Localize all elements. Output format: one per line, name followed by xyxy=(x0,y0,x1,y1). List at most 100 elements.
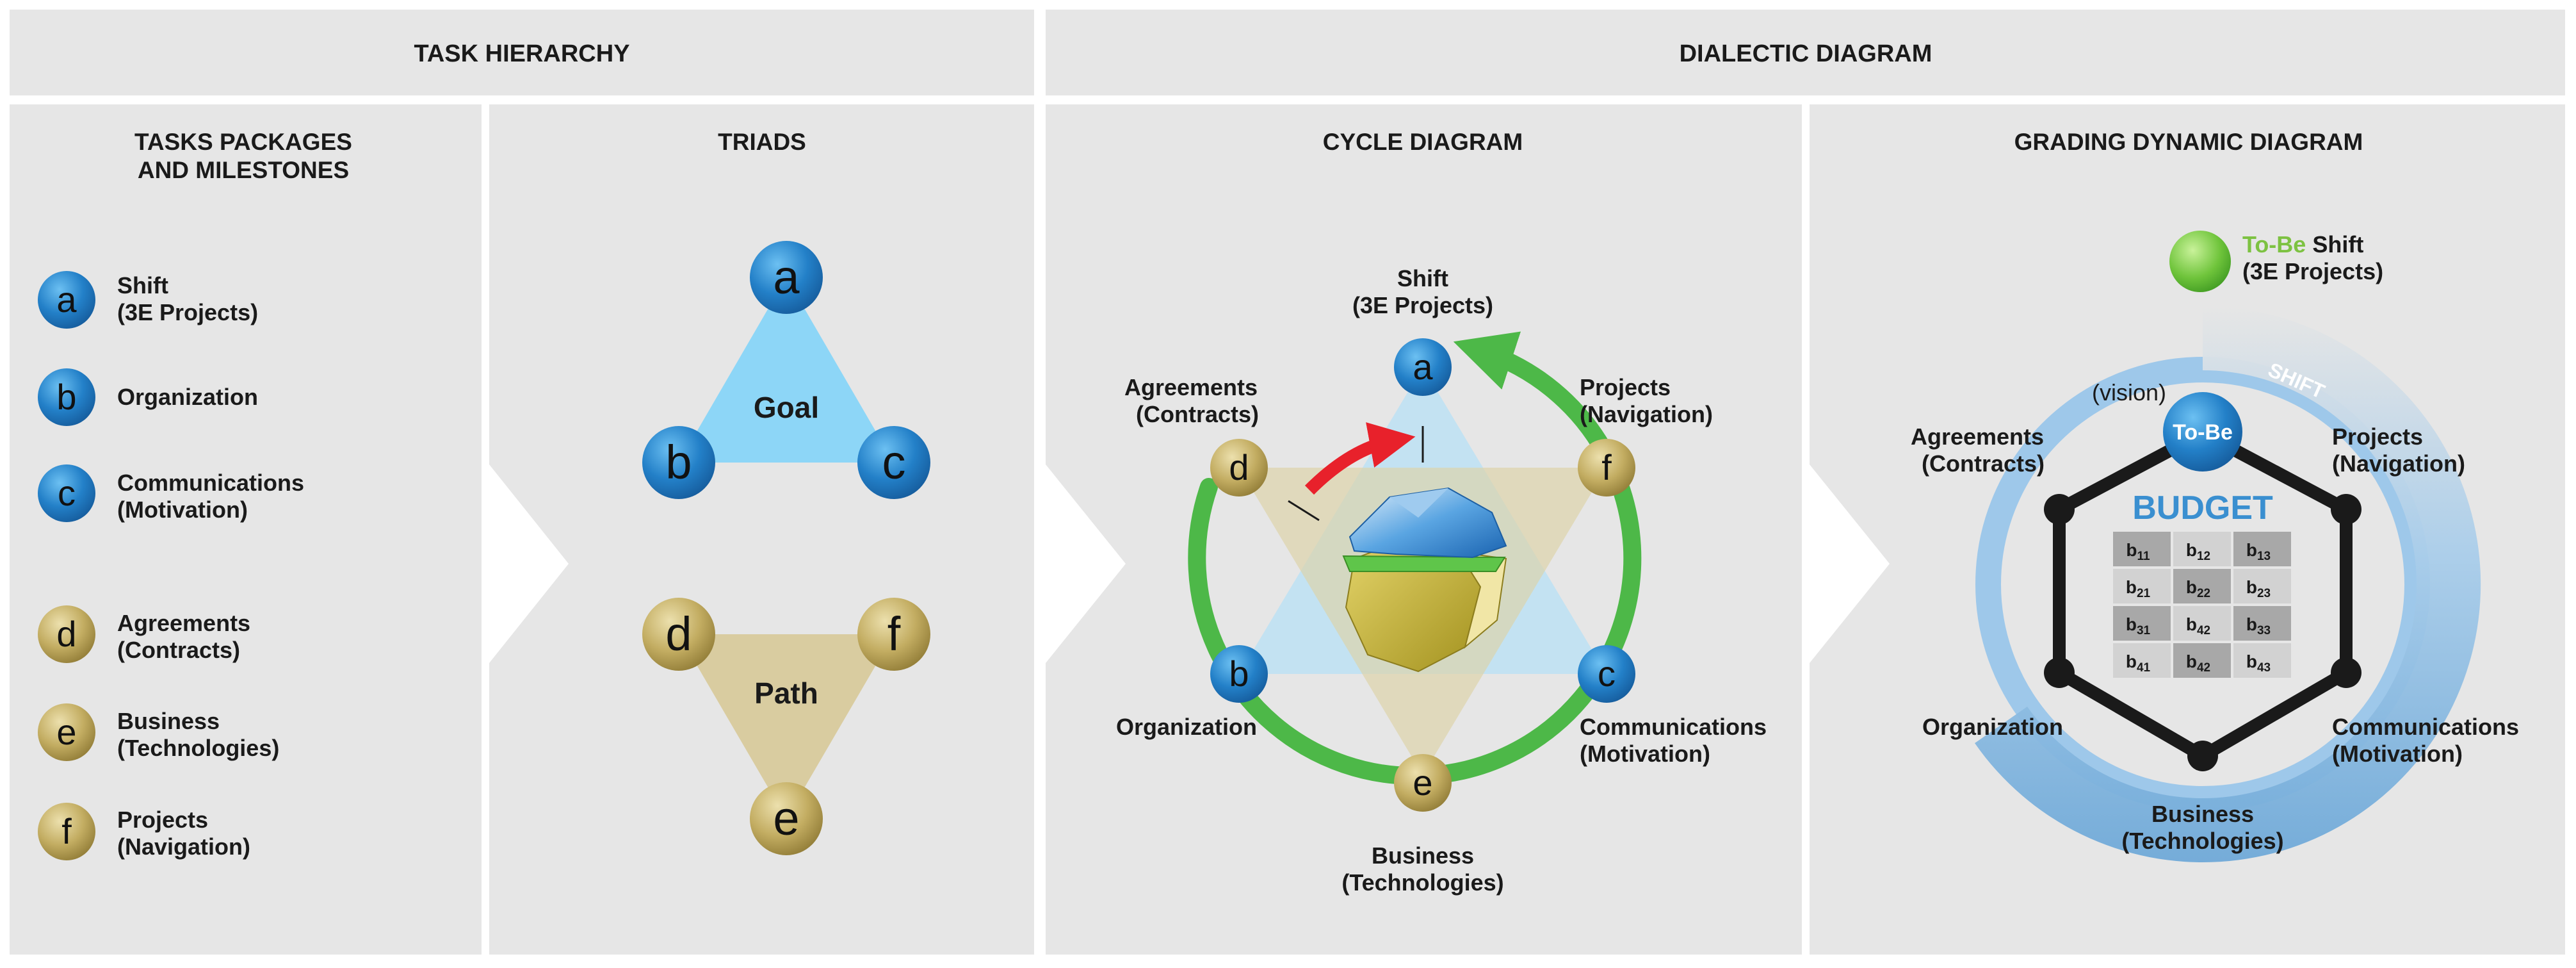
grading-label-communications-line1: Communications xyxy=(2332,714,2519,740)
grading-tobe-node xyxy=(2163,392,2242,472)
node-circle-b xyxy=(38,368,95,426)
budget-cell-label: b42 xyxy=(2186,652,2210,675)
budget-cell-label: b42 xyxy=(2186,614,2210,637)
cycle-label-e-line2: (Technologies) xyxy=(1341,869,1503,896)
goal-triangle xyxy=(679,277,894,463)
cycle-letter-a: a xyxy=(1413,347,1433,387)
cycle-node-e: e xyxy=(1394,754,1452,812)
triad-node-e: e xyxy=(750,782,823,855)
list-label-c-line2: (Motivation) xyxy=(117,496,248,523)
budget-cell-label: b41 xyxy=(2126,652,2151,675)
triad-letter-a: a xyxy=(773,250,800,304)
leader-line-d xyxy=(1288,500,1320,521)
budget-cell-label: b11 xyxy=(2126,540,2150,563)
cycle-circle-a xyxy=(1394,338,1452,396)
list-label-e-line2: (Technologies) xyxy=(117,735,279,761)
triads-title: TRIADS xyxy=(718,129,806,155)
triad-letter-f: f xyxy=(887,607,901,660)
hex-vertex-projects xyxy=(2331,494,2361,525)
triad-node-c: c xyxy=(857,426,930,499)
triad-node-a: a xyxy=(750,241,823,314)
triad-circle-b xyxy=(642,426,715,499)
cycle-label-a-line2: (3E Projects) xyxy=(1352,292,1493,318)
grading-label-organization: Organization xyxy=(1922,714,2063,740)
list-label-f-line1: Projects xyxy=(117,807,208,833)
budget-title: BUDGET xyxy=(2132,489,2273,527)
cycle-node-c: c xyxy=(1578,645,1635,703)
path-triangle xyxy=(679,634,894,819)
cycle-letter-e: e xyxy=(1413,762,1432,803)
node-letter-a: a xyxy=(56,279,77,320)
grading-tobe-node-label: To-Be xyxy=(2173,420,2233,445)
node-letter-c: c xyxy=(58,473,76,513)
goal-label: Goal xyxy=(754,391,819,424)
node-circle-d xyxy=(38,605,95,663)
cycle-circle-d xyxy=(1210,439,1268,496)
budget-cell-label: b33 xyxy=(2246,614,2271,637)
cycle-letter-c: c xyxy=(1598,653,1616,694)
triad-circle-c xyxy=(857,426,930,499)
budget-cell xyxy=(2113,532,2171,566)
list-label-b-line1: Organization xyxy=(117,384,258,410)
node-circle-e xyxy=(38,703,95,761)
node-circle-f xyxy=(38,803,95,860)
hex-vertex-communications xyxy=(2331,657,2361,688)
cycle-label-a-line1: Shift xyxy=(1397,265,1448,291)
list-label-f-line2: (Navigation) xyxy=(117,833,250,860)
panel-triads-bg xyxy=(489,104,1034,955)
grading-title: GRADING DYNAMIC DIAGRAM xyxy=(2014,129,2363,155)
bottom-margin xyxy=(0,955,2576,965)
cycle-circle-b xyxy=(1210,645,1268,703)
hex-vertex-organization xyxy=(2044,657,2075,688)
grading-projects-sub: (3E Projects) xyxy=(2242,258,2383,284)
budget-cell xyxy=(2233,569,2291,603)
budget-cell-label: b12 xyxy=(2186,540,2210,563)
triad-letter-d: d xyxy=(665,607,692,660)
cycle-label-c-line1: Communications xyxy=(1580,714,1767,740)
budget-cell-label: b43 xyxy=(2246,652,2271,675)
polyhedron-blue-top xyxy=(1349,487,1507,559)
cycle-circle-e xyxy=(1394,754,1452,812)
node-letter-f: f xyxy=(61,811,72,851)
triad-circle-d xyxy=(642,598,715,671)
triad-node-f: f xyxy=(857,598,930,671)
list-item-f: f Projects (Navigation) xyxy=(38,803,250,860)
triad-node-d: d xyxy=(642,598,715,671)
list-label-c-line1: Communications xyxy=(117,470,304,496)
cycle-node-f: f xyxy=(1578,439,1635,496)
header-task-hierarchy: TASK HIERARCHY xyxy=(414,40,629,67)
node-letter-e: e xyxy=(56,712,76,752)
cycle-letter-d: d xyxy=(1229,447,1249,488)
cycle-letter-b: b xyxy=(1229,653,1249,694)
cycle-label-f-line2: (Navigation) xyxy=(1580,401,1713,427)
polyhedron-green-band xyxy=(1342,555,1506,572)
budget-cell xyxy=(2113,569,2171,603)
budget-cell xyxy=(2173,643,2231,678)
triad-letter-c: c xyxy=(882,436,906,489)
budget-cell xyxy=(2173,606,2231,641)
tasks-title-line2: AND MILESTONES xyxy=(138,157,349,183)
grading-vision-label: (vision) xyxy=(2092,379,2166,406)
grading-label-agreements-line1: Agreements xyxy=(1911,423,2044,450)
triads-diagram: Goal a b c Path d f e xyxy=(642,241,930,855)
grading-shift-word: Shift xyxy=(2312,231,2363,258)
budget-cell xyxy=(2233,532,2291,566)
grading-label-projects-line2: (Navigation) xyxy=(2332,450,2465,477)
list-item-c: c Communications (Motivation) xyxy=(38,464,304,523)
grading-label-agreements-line2: (Contracts) xyxy=(1922,450,2045,477)
node-letter-d: d xyxy=(56,614,76,654)
cycle-node-a: a xyxy=(1394,338,1452,396)
budget-cell-label: b22 xyxy=(2186,577,2210,600)
list-label-a-line1: Shift xyxy=(117,272,168,299)
list-item-d: d Agreements (Contracts) xyxy=(38,605,250,663)
polyhedron-3d xyxy=(1342,487,1507,673)
list-item-b: b Organization xyxy=(38,368,258,426)
cycle-label-e-line1: Business xyxy=(1372,842,1474,869)
cycle-circle-c xyxy=(1578,645,1635,703)
tasks-title-line1: TASKS PACKAGES xyxy=(134,129,352,155)
cycle-title: CYCLE DIAGRAM xyxy=(1323,129,1523,155)
cycle-circle-f xyxy=(1578,439,1635,496)
hex-vertex-business xyxy=(2187,741,2218,771)
budget-cell-label: b13 xyxy=(2246,540,2271,563)
